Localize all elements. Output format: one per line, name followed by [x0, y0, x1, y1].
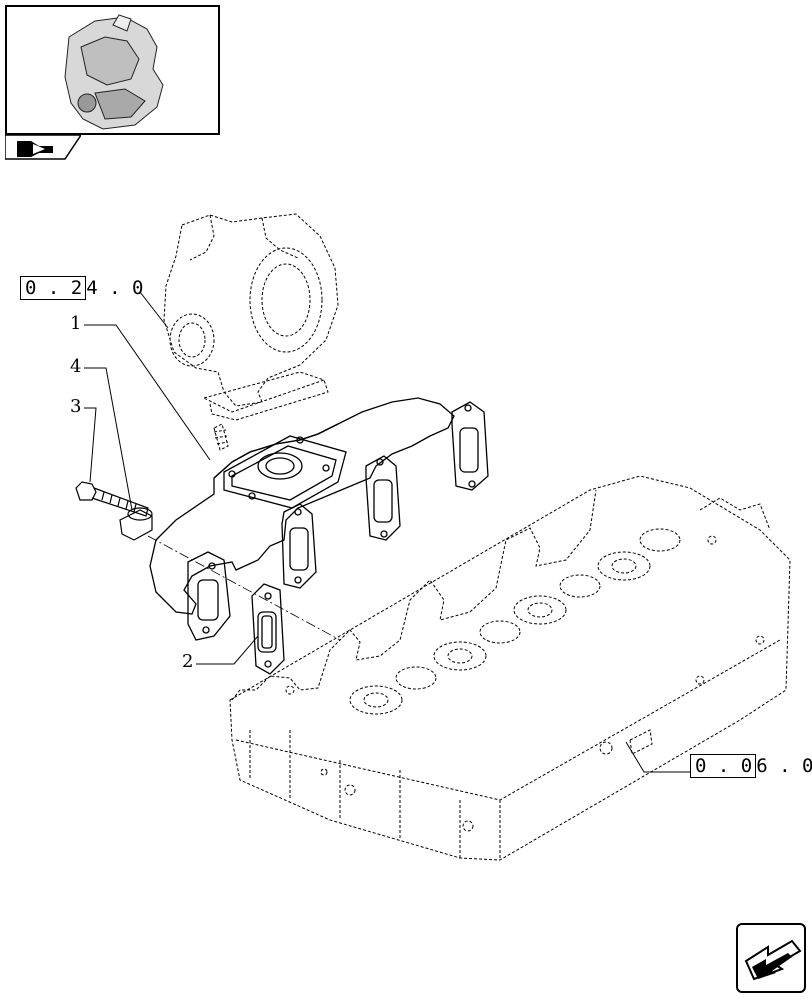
bolt: [75, 481, 149, 517]
engine-thumbnail[interactable]: [5, 5, 220, 135]
reference-boxed-part: 0 . 2: [20, 276, 87, 300]
exhaust-manifold: [149, 397, 489, 641]
leader-1: [84, 324, 211, 461]
book-arrow-icon: [5, 135, 81, 160]
leader-0060: [625, 741, 690, 773]
reference-rest-part: 4 . 0: [86, 277, 144, 299]
reference-boxed-part: 0 . 0: [690, 754, 757, 778]
leader-0240: [139, 291, 169, 329]
turbocharger-outline: [163, 213, 339, 451]
callout-spacer: 4: [70, 356, 82, 377]
leader-2: [196, 635, 259, 665]
callout-gasket: 2: [182, 651, 194, 672]
cylinder-head-outline: [229, 475, 791, 861]
gasket: [251, 583, 285, 675]
bolt-axis-line: [147, 535, 341, 641]
callout-manifold: 1: [70, 313, 82, 334]
leader-4: [84, 367, 133, 511]
next-page-button[interactable]: [736, 923, 806, 993]
next-page-arrow-icon: [744, 939, 802, 981]
callout-bolt: 3: [70, 396, 82, 417]
section-tab[interactable]: [5, 135, 81, 161]
engine-thumbnail-icon: [64, 14, 164, 130]
reference-rest-part: 6 . 0: [756, 755, 812, 777]
leader-3: [84, 407, 97, 483]
spacer: [119, 507, 153, 541]
